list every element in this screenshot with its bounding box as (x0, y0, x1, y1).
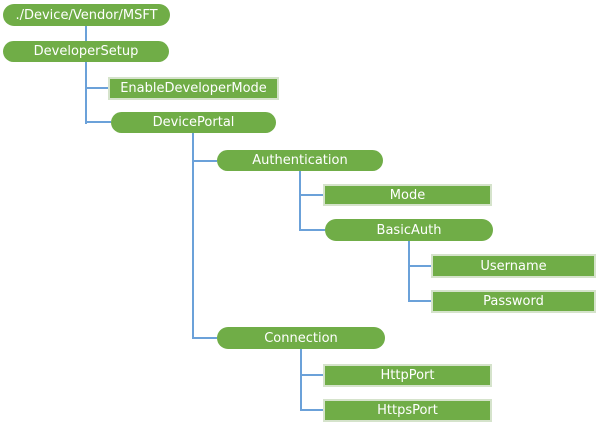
tree-node-authentication: Authentication (217, 150, 383, 171)
tree-node-deviceportal: DevicePortal (111, 112, 276, 133)
connector-to-mode (299, 194, 323, 196)
connector-to-deviceportal (85, 121, 111, 123)
connector-to-enabledevelopermode (85, 87, 108, 89)
connector-to-httpsport (300, 409, 323, 411)
tree-node-httpsport: HttpsPort (323, 399, 492, 422)
tree-node-username: Username (431, 254, 596, 278)
tree-node-httpport: HttpPort (323, 364, 492, 387)
connector-deviceportal-trunk (192, 133, 194, 339)
connector-connection-trunk (300, 349, 302, 411)
connector-developersetup-trunk (85, 62, 87, 124)
connector-to-password (408, 300, 431, 302)
connector-to-httpport (300, 374, 323, 376)
tree-node-developersetup: DeveloperSetup (3, 41, 169, 62)
tree-node-root-msft: ./Device/Vendor/MSFT (3, 4, 170, 26)
connector-to-username (408, 265, 431, 267)
connector-to-basicauth (299, 229, 325, 231)
connector-to-connection (192, 337, 217, 339)
connector-authentication-trunk (299, 171, 301, 231)
tree-node-basicauth: BasicAuth (325, 219, 493, 241)
connector-root-to-developersetup (85, 26, 87, 41)
tree-node-connection: Connection (217, 327, 385, 349)
connector-basicauth-trunk (408, 241, 410, 302)
tree-node-password: Password (431, 290, 596, 313)
tree-node-mode: Mode (323, 184, 492, 206)
tree-node-enabledevelopermode: EnableDeveloperMode (108, 77, 279, 100)
connector-to-authentication (192, 160, 217, 162)
